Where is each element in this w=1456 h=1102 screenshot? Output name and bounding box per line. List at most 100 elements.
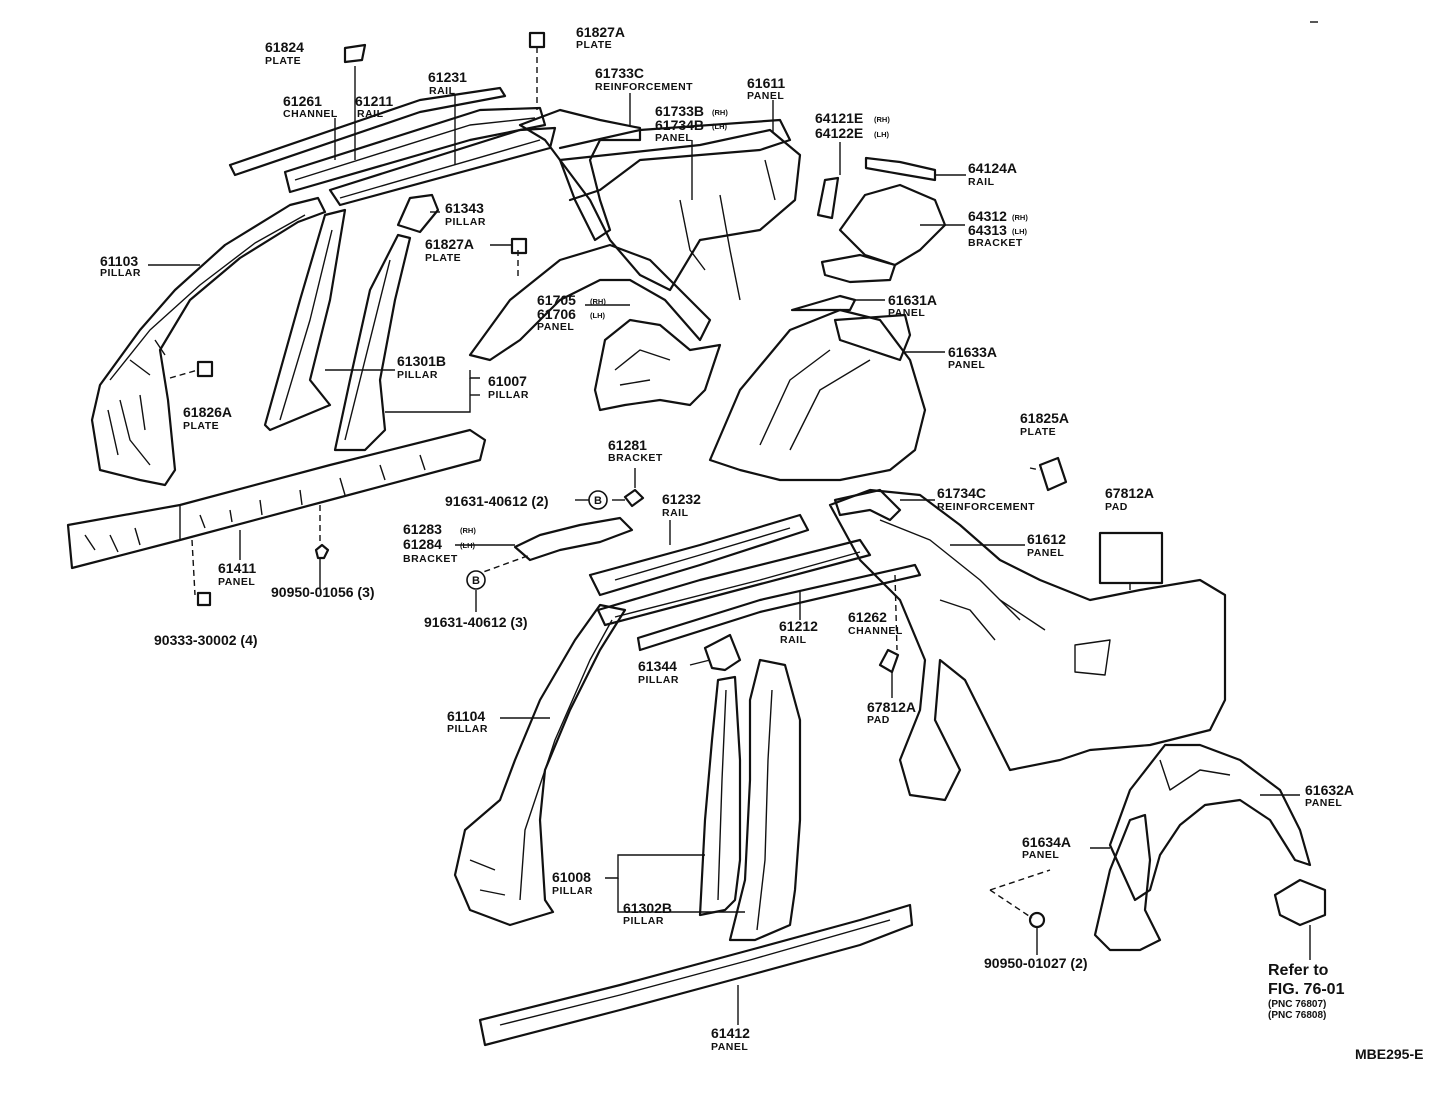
svg-text:(PNC 76808): (PNC 76808) [1268, 1010, 1326, 1021]
svg-text:61343: 61343 [445, 200, 484, 216]
svg-text:BRACKET: BRACKET [403, 553, 458, 565]
svg-text:61411: 61411 [218, 560, 256, 576]
svg-text:FIG. 76-01: FIG. 76-01 [1268, 981, 1345, 998]
svg-text:RAIL: RAIL [780, 634, 807, 646]
svg-text:64312: 64312 [968, 208, 1007, 224]
roof-rail-61212 [596, 538, 872, 627]
callout-61008: 61008 PILLAR [552, 869, 593, 897]
callout-91631-b: 91631-40612 (3) [424, 614, 528, 630]
svg-text:RAIL: RAIL [357, 108, 384, 120]
callout-61826A: 61826A PLATE [183, 404, 232, 432]
svg-text:(RH): (RH) [460, 526, 476, 535]
callout-91631-a: 91631-40612 (2) [445, 493, 549, 509]
plate-61827A-mid [510, 237, 528, 255]
svg-text:(RH): (RH) [590, 297, 606, 306]
svg-text:61283: 61283 [403, 521, 442, 537]
svg-text:(RH): (RH) [1012, 213, 1028, 222]
svg-text:PLATE: PLATE [425, 252, 461, 264]
svg-text:PILLAR: PILLAR [552, 885, 593, 897]
svg-text:61104: 61104 [447, 708, 485, 724]
rocker-panel-61411 [66, 428, 487, 570]
svg-text:61261: 61261 [283, 93, 322, 109]
svg-text:64313: 64313 [968, 222, 1007, 238]
callout-61631A: 61631A PANEL [888, 292, 937, 319]
svg-text:(PNC 76807): (PNC 76807) [1268, 999, 1326, 1010]
inner-panel-61633A [708, 308, 927, 482]
svg-text:67812A: 67812A [867, 699, 916, 715]
svg-text:61284: 61284 [403, 536, 442, 552]
svg-text:PANEL: PANEL [711, 1041, 748, 1053]
svg-text:61827A: 61827A [576, 24, 625, 40]
svg-text:(LH): (LH) [712, 122, 727, 131]
svg-text:61632A: 61632A [1305, 782, 1354, 798]
panel-61631A [790, 294, 857, 312]
callout-61632A: 61632A PANEL [1305, 782, 1354, 809]
svg-text:90950-01056 (3): 90950-01056 (3) [271, 584, 375, 600]
svg-text:61633A: 61633A [948, 344, 997, 360]
callout-61611: 61611 PANEL [747, 75, 785, 102]
svg-text:61824: 61824 [265, 39, 304, 55]
bracket-61283 [513, 516, 634, 562]
wheelhouse-61634A [1093, 813, 1162, 952]
callout-61301B: 61301B PILLAR [397, 353, 446, 381]
front-pillar-61104 [453, 603, 627, 927]
svg-text:61232: 61232 [662, 491, 701, 507]
callout-61262: 61262 CHANNEL [848, 609, 902, 637]
callout-61705-61706: 61705 (RH) 61706 (LH) PANEL [537, 292, 606, 333]
pad-67812A-mid [878, 648, 900, 674]
svg-text:61103: 61103 [100, 253, 138, 269]
svg-text:(RH): (RH) [712, 108, 728, 117]
svg-text:61825A: 61825A [1020, 410, 1069, 426]
callout-61103: 61103 PILLAR [100, 253, 140, 279]
svg-text:PANEL: PANEL [1022, 849, 1059, 861]
callout-61104: 61104 PILLAR [447, 708, 487, 735]
svg-text:61302B: 61302B [623, 900, 672, 916]
rail-64124A [864, 156, 937, 182]
svg-text:61262: 61262 [848, 609, 887, 625]
center-pillar-61301B [263, 208, 347, 432]
svg-text:64122E: 64122E [815, 125, 863, 141]
callout-61344: 61344 PILLAR [638, 658, 678, 686]
svg-text:PILLAR: PILLAR [397, 369, 438, 381]
svg-text:61212: 61212 [779, 618, 818, 634]
roof-rail-61211 [283, 106, 547, 194]
svg-text:PLATE: PLATE [183, 420, 219, 432]
svg-text:61008: 61008 [552, 869, 591, 885]
callout-64121E-64122E: 64121E (RH) 64122E (LH) [815, 110, 890, 141]
svg-text:BRACKET: BRACKET [608, 452, 663, 464]
svg-text:67812A: 67812A [1105, 485, 1154, 501]
front-pillar-61103 [90, 196, 327, 487]
svg-text:PLATE: PLATE [265, 55, 301, 67]
pad-67812A-top [1098, 531, 1164, 585]
callout-61231: 61231 RAIL [428, 69, 467, 97]
callout-61734C: 61734C REINFORCEMENT [937, 485, 1035, 513]
clip-90950-01056 [314, 543, 330, 560]
callout-90950-01027: 90950-01027 (2) [984, 955, 1088, 971]
svg-text:PLATE: PLATE [576, 39, 612, 51]
svg-text:PANEL: PANEL [218, 576, 255, 588]
clip-90950-01027 [1028, 911, 1046, 929]
svg-text:PANEL: PANEL [1305, 797, 1342, 809]
svg-text:(LH): (LH) [460, 541, 475, 550]
part-64121E [816, 176, 840, 220]
ref-part-76807 [1273, 878, 1327, 927]
roof-rail-61231 [328, 126, 557, 207]
svg-text:RAIL: RAIL [662, 507, 689, 519]
svg-text:91631-40612 (2): 91631-40612 (2) [445, 493, 549, 509]
svg-text:(LH): (LH) [1012, 227, 1027, 236]
callout-61634A: 61634A PANEL [1022, 834, 1071, 861]
leader-lines [148, 47, 1311, 1025]
callout-61007: 61007 PILLAR [488, 373, 529, 401]
side-panel-61611 [558, 128, 802, 301]
callout-61827A-top: 61827A PLATE [576, 24, 625, 51]
svg-text:CHANNEL: CHANNEL [283, 108, 338, 120]
rocker-panel-61412 [478, 903, 914, 1047]
callout-64312-64313: 64312 (RH) 64313 (LH) BRACKET [968, 208, 1028, 249]
bolt-marker-b: B [466, 570, 486, 590]
svg-text:PILLAR: PILLAR [445, 216, 486, 228]
svg-text:90950-01027 (2): 90950-01027 (2) [984, 955, 1088, 971]
svg-text:61612: 61612 [1027, 531, 1066, 547]
center-pillar-61007 [333, 233, 412, 452]
svg-text:PILLAR: PILLAR [488, 389, 529, 401]
reinforcement-61734C [833, 488, 902, 522]
